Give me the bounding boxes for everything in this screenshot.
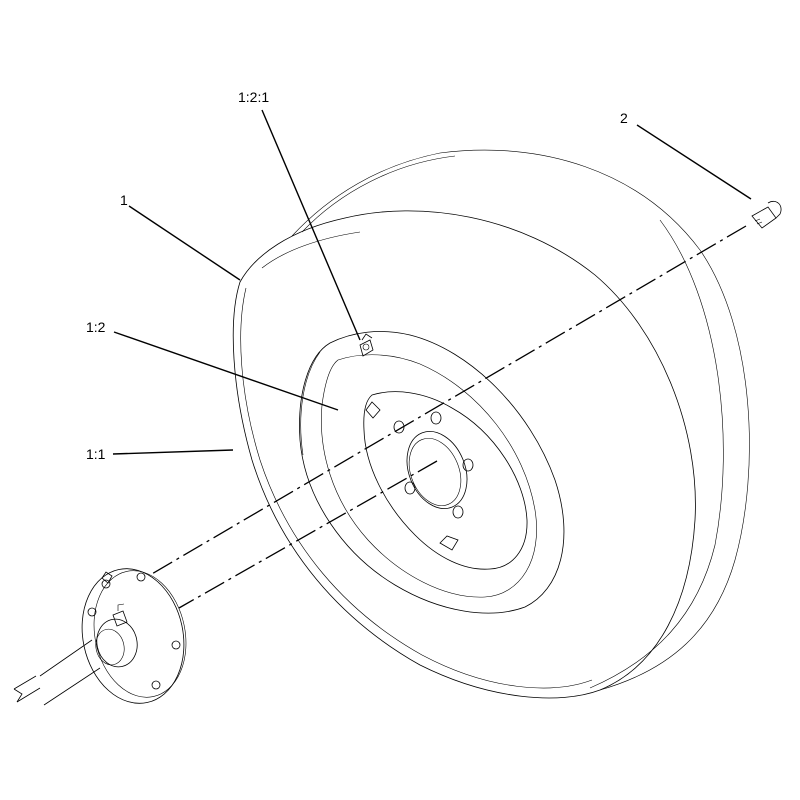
leader-2 xyxy=(636,124,752,200)
axle-hub xyxy=(13,568,187,706)
leader-lines xyxy=(112,109,752,455)
rim xyxy=(299,331,565,614)
centerlines xyxy=(149,225,747,609)
callout-1-2: 1:2 xyxy=(86,319,106,335)
leader-1-2-1 xyxy=(261,109,361,341)
valve-stem xyxy=(359,333,374,357)
callout-1: 1 xyxy=(120,192,128,208)
leader-1-2 xyxy=(113,331,339,411)
callout-1-2-1: 1:2:1 xyxy=(238,89,269,105)
leader-1-1 xyxy=(112,449,234,455)
callout-2: 2 xyxy=(620,110,628,126)
callout-labels: 1 1:2:1 2 1:2 1:1 xyxy=(86,89,628,462)
cap-screw xyxy=(751,200,782,229)
tire xyxy=(232,149,750,699)
callout-1-1: 1:1 xyxy=(86,446,106,462)
leader-1 xyxy=(128,205,241,281)
